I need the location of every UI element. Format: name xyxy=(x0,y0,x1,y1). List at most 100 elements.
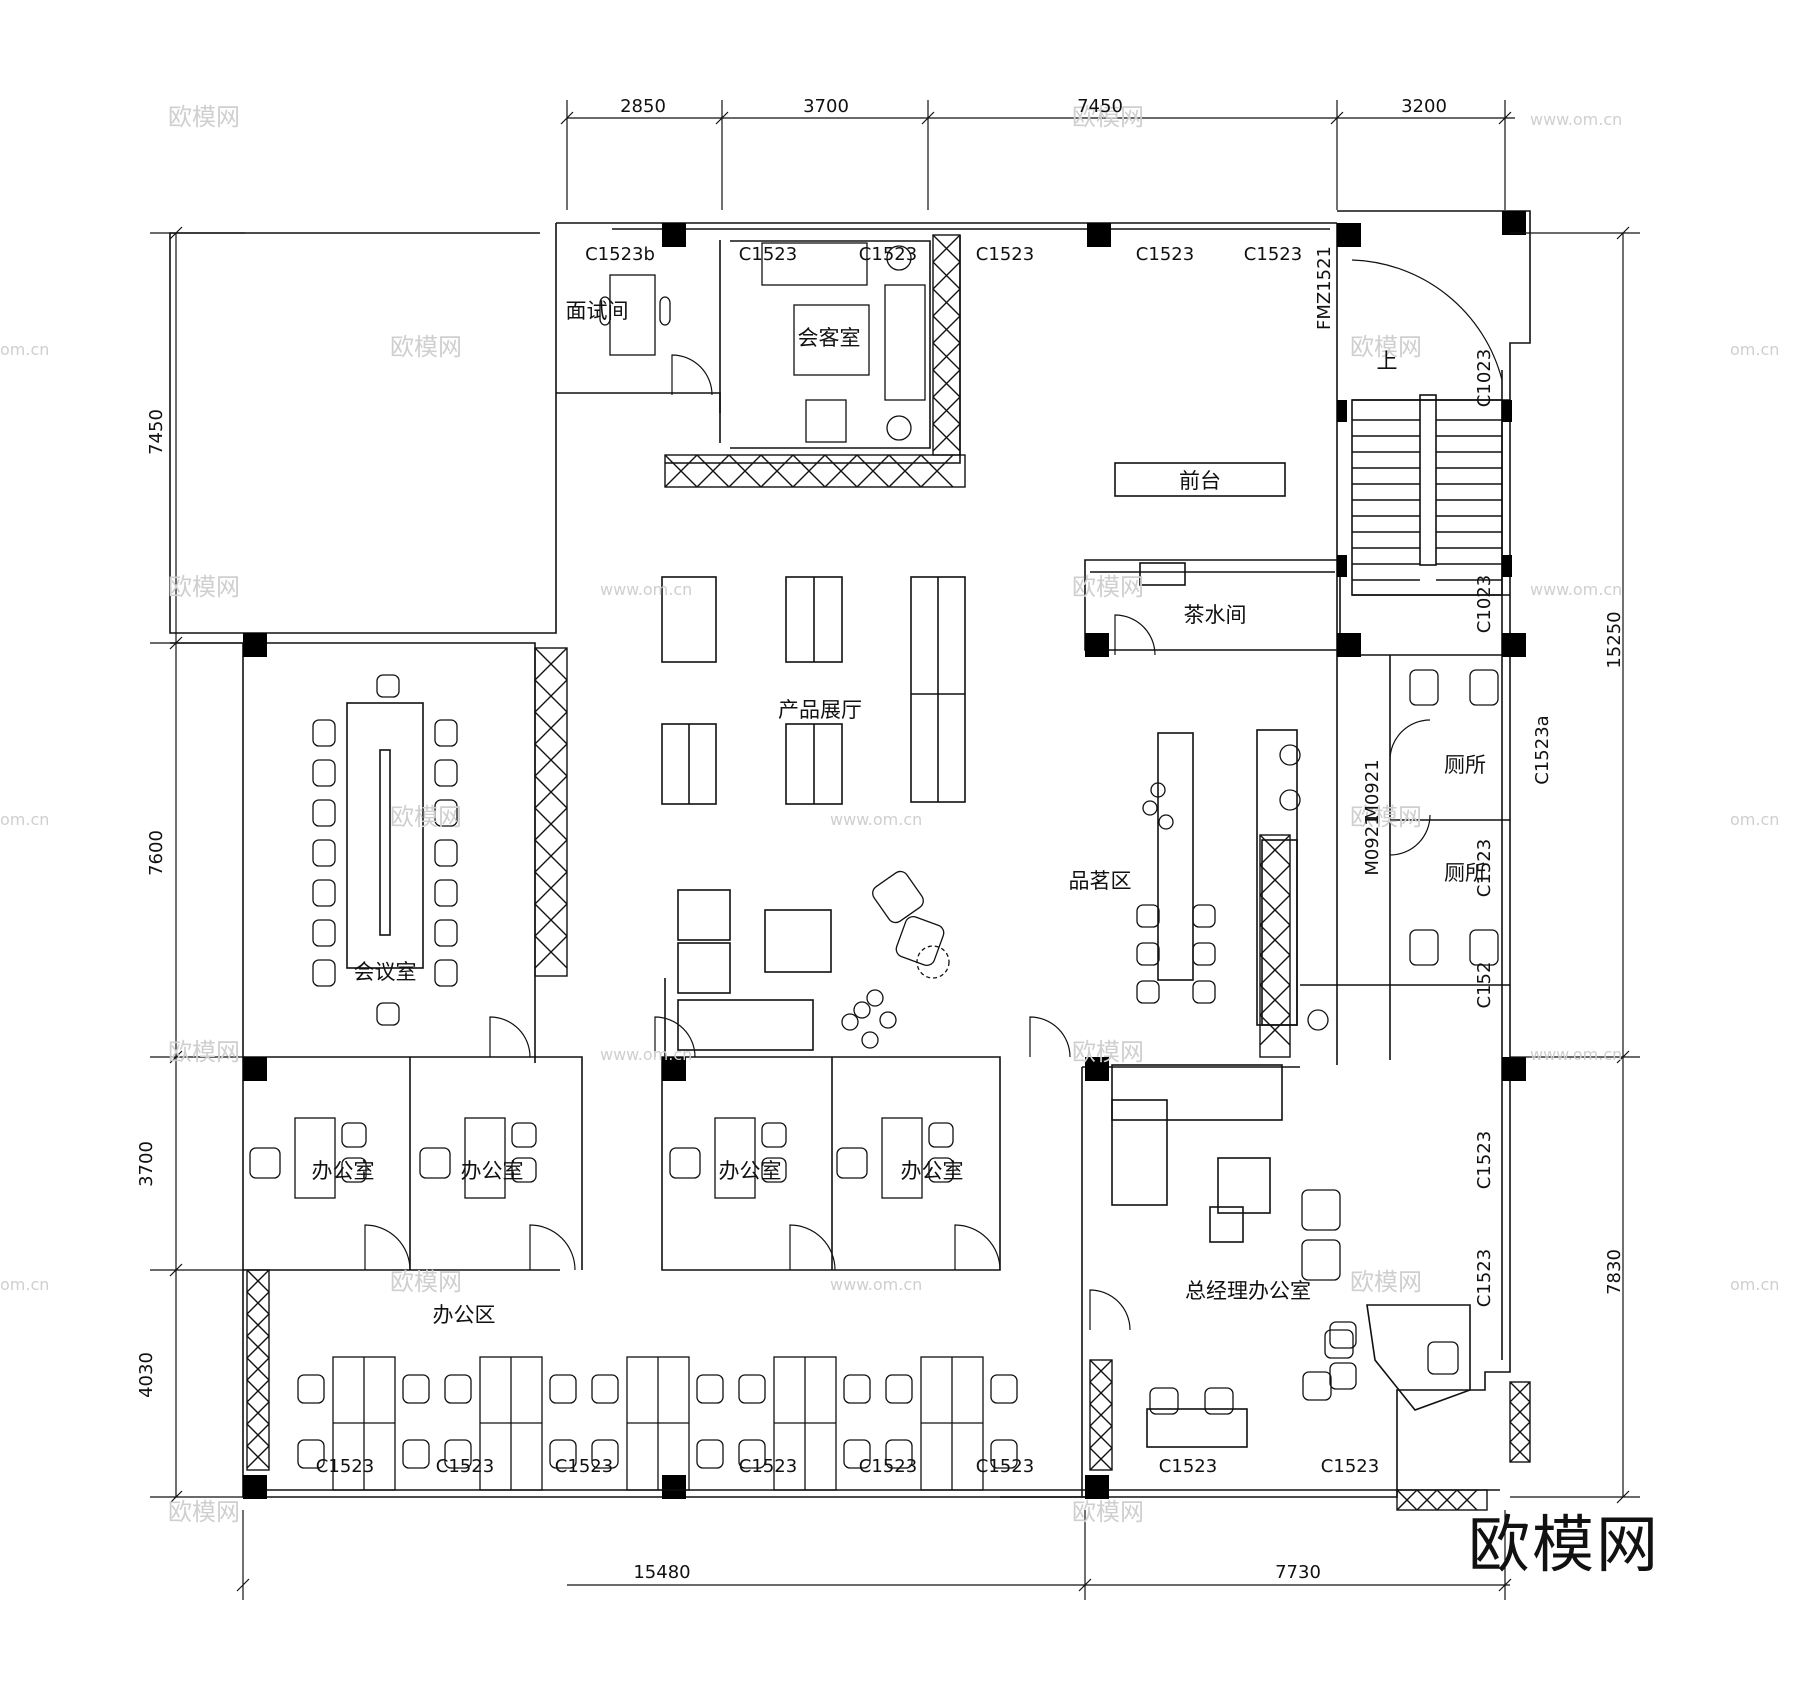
plant xyxy=(1142,800,1158,816)
structural-column xyxy=(1502,400,1512,422)
hatched-partition xyxy=(1396,1489,1488,1511)
lounge-chair xyxy=(895,916,945,966)
watermark-url: om.cn xyxy=(0,1275,49,1294)
toilet-fixture xyxy=(1409,929,1439,966)
hatch-mark xyxy=(920,454,954,488)
label-c1523-bottom-5: C1523 xyxy=(859,1456,917,1477)
dimension-tick xyxy=(1498,1510,1512,1600)
structural-column xyxy=(1337,400,1347,422)
structural-column xyxy=(1085,1057,1109,1081)
dimension-tick xyxy=(1510,226,1640,240)
chair xyxy=(402,1374,430,1404)
chair xyxy=(297,1374,325,1404)
door-swing xyxy=(789,1224,836,1271)
chair xyxy=(928,1122,954,1148)
room-front-desk: 前台 xyxy=(1179,469,1221,493)
chair xyxy=(312,839,336,867)
chair xyxy=(1136,942,1160,966)
watermark-url: www.om.cn xyxy=(1530,580,1622,599)
chair xyxy=(434,959,458,987)
chair xyxy=(434,719,458,747)
label-c1523-right-3: C1523 xyxy=(1474,1249,1495,1307)
room-interview: 面试间 xyxy=(566,299,629,323)
hatch-mark xyxy=(1259,864,1291,896)
chair xyxy=(1204,1387,1234,1415)
hatch-mark xyxy=(246,1379,270,1403)
watermark-url: om.cn xyxy=(1730,810,1779,829)
chair xyxy=(990,1439,1018,1469)
chair xyxy=(249,1147,281,1179)
chair xyxy=(312,959,336,987)
label-c1523-bottom-8: C1523 xyxy=(1321,1456,1379,1477)
dim-top-1: 2850 xyxy=(620,96,666,117)
watermark-url: www.om.cn xyxy=(600,1045,692,1064)
chair xyxy=(434,919,458,947)
label-c1523-bottom-2: C1523 xyxy=(436,1456,494,1477)
hatch-mark xyxy=(1089,1381,1113,1405)
label-c1523a: C1523a xyxy=(1532,715,1553,784)
chair xyxy=(1192,942,1216,966)
desk xyxy=(464,1117,506,1199)
toilet-door-arc xyxy=(1389,814,1431,856)
hatch-mark xyxy=(932,423,961,452)
label-c1523-right-1: C1523 xyxy=(1474,839,1495,897)
room-office-area: 办公区 xyxy=(433,1303,496,1327)
hatch-mark xyxy=(824,454,858,488)
chair xyxy=(434,879,458,907)
room-office-3: 办公室 xyxy=(719,1159,782,1183)
chair xyxy=(549,1374,577,1404)
hatch-mark xyxy=(1259,954,1291,986)
desk xyxy=(714,1117,756,1199)
hatched-partition xyxy=(534,647,568,977)
dimension-tick xyxy=(1498,100,1512,210)
label-c1523-top-5: C1523 xyxy=(1244,244,1302,265)
hatch-mark xyxy=(1089,1425,1113,1449)
workstation-divider xyxy=(480,1357,542,1490)
hatch-mark xyxy=(1436,1489,1458,1511)
chair xyxy=(1149,1387,1179,1415)
chair xyxy=(434,839,458,867)
dim-right-2: 7830 xyxy=(1604,1249,1625,1295)
hatch-mark xyxy=(696,454,730,488)
plant xyxy=(866,989,884,1007)
hatch-mark xyxy=(932,369,961,398)
room-reception: 会客室 xyxy=(798,326,861,350)
room-toilet-1: 厕所 xyxy=(1444,753,1486,777)
dim-top-4: 3200 xyxy=(1401,96,1447,117)
chair xyxy=(591,1374,619,1404)
structural-column xyxy=(1502,555,1512,577)
dim-left-1: 7450 xyxy=(146,409,167,455)
dim-left-2: 7600 xyxy=(146,830,167,876)
watermark-text: 欧模网 xyxy=(1072,103,1144,131)
structural-column xyxy=(1085,1475,1109,1499)
hatch-mark xyxy=(1509,1381,1531,1403)
sink xyxy=(1279,744,1301,766)
hatch-mark xyxy=(1259,1014,1291,1046)
watermark-url: www.om.cn xyxy=(1530,110,1622,129)
plant xyxy=(1150,782,1166,798)
door-swing xyxy=(364,1224,411,1271)
dimension-tick xyxy=(150,1263,245,1277)
watermark-text: 欧模网 xyxy=(390,1268,462,1296)
watermark-url: om.cn xyxy=(1730,340,1779,359)
chair xyxy=(312,879,336,907)
chair xyxy=(511,1122,537,1148)
hatch-mark xyxy=(246,1401,270,1425)
plant xyxy=(853,1001,871,1019)
hatch-mark xyxy=(664,454,698,488)
chair xyxy=(312,799,336,827)
label-c1523-bottom-4: C1523 xyxy=(739,1456,797,1477)
brand-logo-text: 欧模网 xyxy=(1468,1508,1661,1581)
label-c1523-bottom-6: C1523 xyxy=(976,1456,1034,1477)
chair xyxy=(402,1439,430,1469)
hatch-mark xyxy=(1416,1489,1438,1511)
dimension-tick xyxy=(150,1050,245,1064)
door-swing xyxy=(671,354,713,396)
chair xyxy=(928,1157,954,1183)
chair xyxy=(1302,1371,1332,1401)
desk xyxy=(881,1117,923,1199)
hatch-mark xyxy=(246,1313,270,1337)
hatch-mark xyxy=(534,711,568,745)
stair-up-label: 上 xyxy=(1377,349,1398,373)
